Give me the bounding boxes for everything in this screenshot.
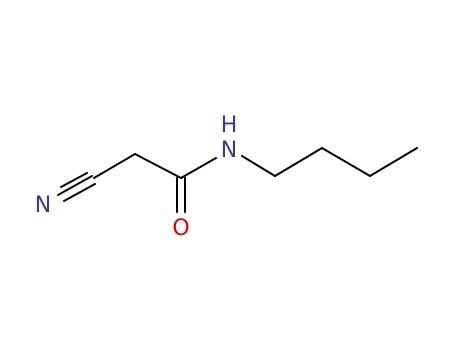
bond-butyl-2 [321, 147, 371, 177]
bond-butyl-1 [274, 147, 323, 177]
nitrile-triple-bond [57, 172, 96, 202]
amide-nitrogen-label: N [221, 138, 237, 163]
bond-carbonyl-amide-n [180, 157, 217, 179]
carbonyl-double-bond [176, 177, 186, 213]
bond-methylene-carbonyl [134, 153, 182, 179]
bond-butyl-3 [369, 147, 418, 177]
carbonyl-oxygen-label: O [172, 216, 189, 241]
bond-nitrile-carbon-methylene [93, 153, 136, 179]
bond-amide-n-butyl [241, 155, 276, 177]
nitrile-nitrogen-label: N [35, 193, 51, 218]
amide-hydrogen-label: H [221, 113, 238, 138]
